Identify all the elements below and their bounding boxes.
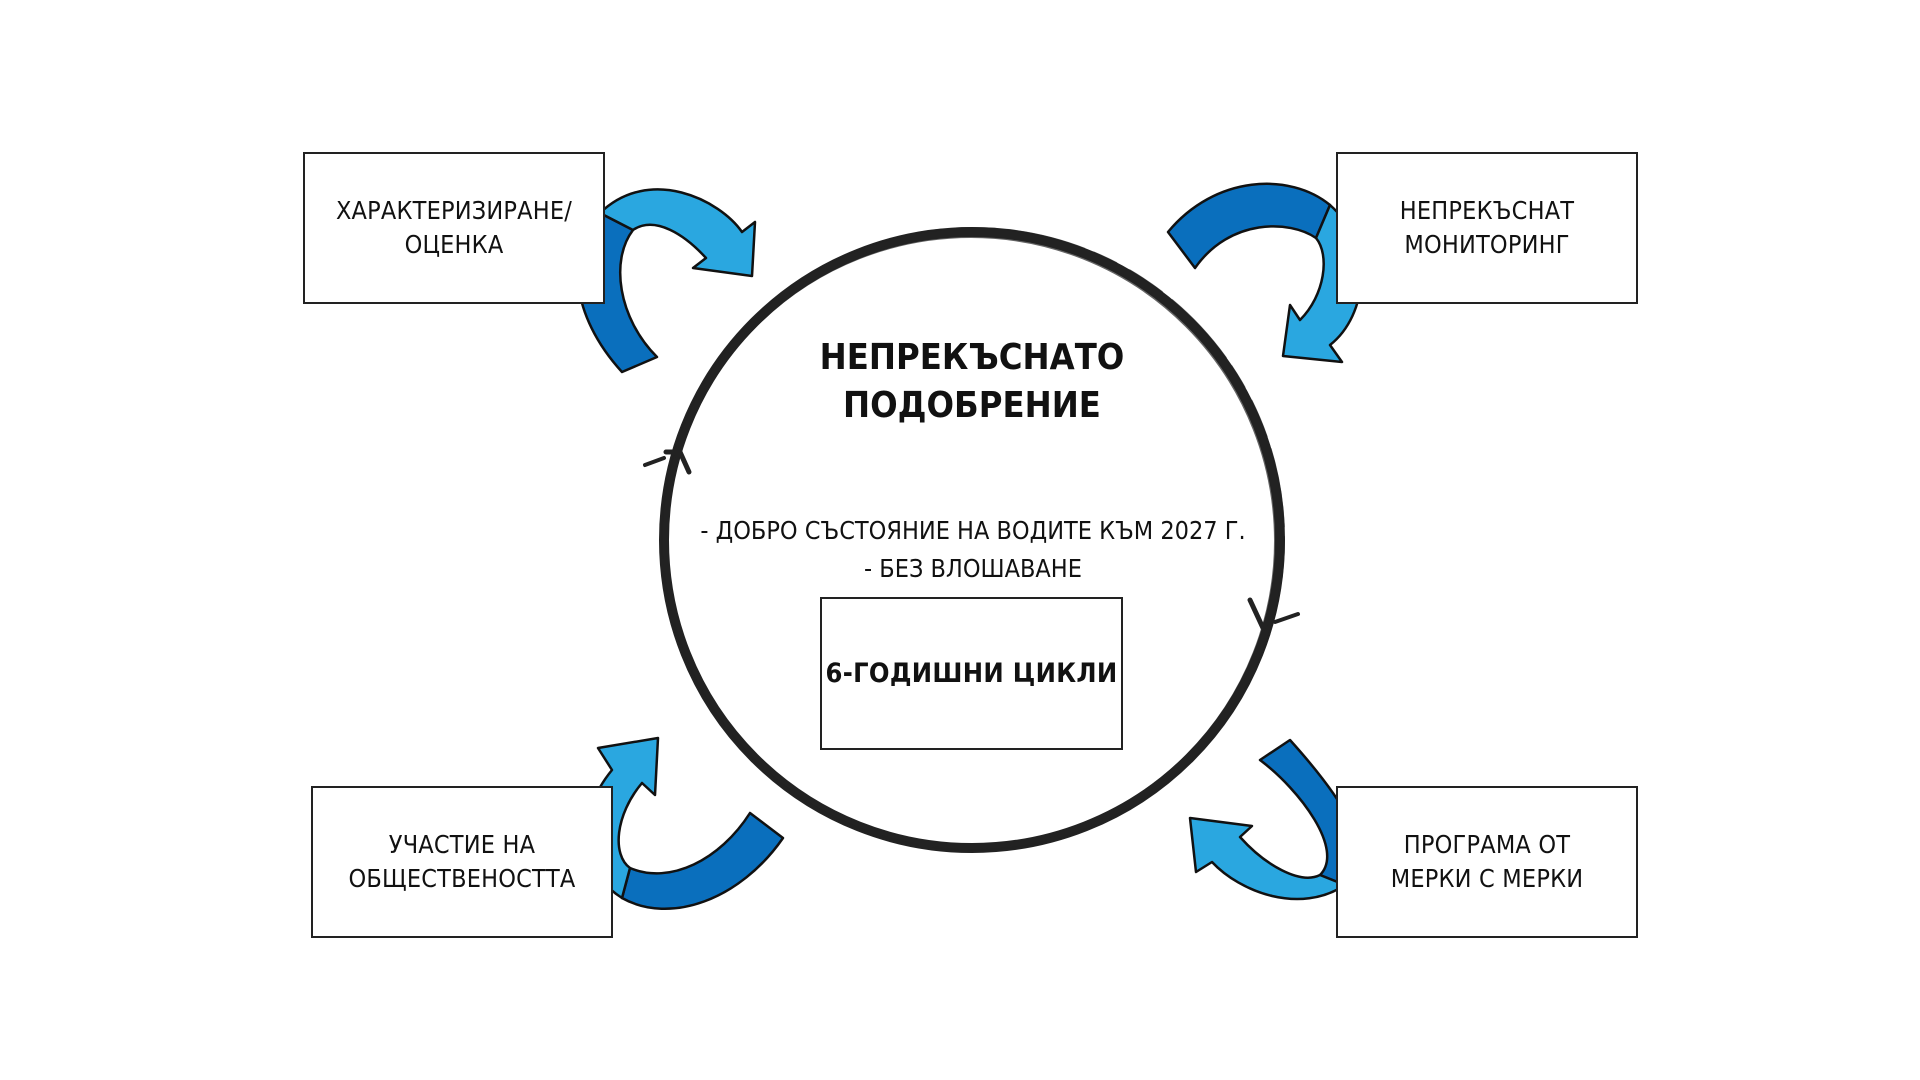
stage-box-programme-of-measures: ПРОГРАМА ОТ МЕРКИ С МЕРКИ — [1336, 786, 1638, 938]
circle-tick-right — [1247, 597, 1300, 631]
center-title: НЕПРЕКЪСНАТО ПОДОБРЕНИЕ — [819, 337, 1125, 426]
stage-label-characterization: ХАРАКТЕРИЗИРАНЕ/ ОЦЕНКА — [335, 196, 573, 259]
curved-arrow-bottom-right — [1188, 738, 1361, 901]
stage-label-public-participation: УЧАСТИЕ НА ОБЩЕСТВЕНОСТТА — [348, 830, 576, 893]
goals-list: - ДОБРО СЪСТОЯНИЕ НА ВОДИТЕ КЪМ 2027 Г. … — [700, 512, 1246, 588]
circle-tick-left — [643, 449, 692, 475]
stage-label-programme-of-measures: ПРОГРАМА ОТ МЕРКИ С МЕРКИ — [1390, 830, 1584, 893]
six-year-cycles-label: 6-ГОДИШНИ ЦИКЛИ — [825, 658, 1118, 689]
goal-no-deterioration: - БЕЗ ВЛОШАВАНЕ — [864, 554, 1082, 583]
stage-box-monitoring: НЕПРЕКЪСНАТ МОНИТОРИНГ — [1336, 152, 1638, 304]
goal-good-status: - ДОБРО СЪСТОЯНИЕ НА ВОДИТЕ КЪМ 2027 Г. — [700, 516, 1246, 545]
stage-box-public-participation: УЧАСТИЕ НА ОБЩЕСТВЕНОСТТА — [311, 786, 613, 938]
stage-box-characterization: ХАРАКТЕРИЗИРАНЕ/ ОЦЕНКА — [303, 152, 605, 304]
six-year-cycles-box: 6-ГОДИШНИ ЦИКЛИ — [820, 597, 1123, 750]
improvement-circle — [659, 227, 1285, 853]
stage-label-monitoring: НЕПРЕКЪСНАТ МОНИТОРИНГ — [1399, 196, 1575, 259]
